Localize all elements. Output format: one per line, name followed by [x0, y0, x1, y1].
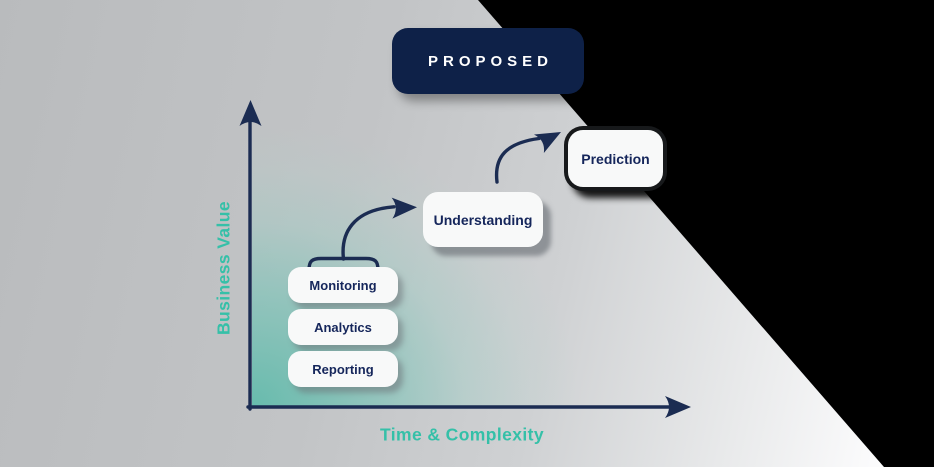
arrow-right-icon [665, 396, 691, 418]
y-axis-label: Business Value [213, 201, 234, 335]
node-reporting-label: Reporting [312, 361, 374, 377]
x-axis [246, 396, 691, 418]
curved-arrow-understanding-to-prediction-icon [494, 132, 561, 184]
proposed-banner: PROPOSED [392, 28, 584, 94]
node-monitoring-label: Monitoring [309, 277, 377, 293]
node-monitoring: Monitoring [288, 267, 398, 303]
node-understanding: Understanding [423, 192, 543, 247]
node-analytics-label: Analytics [314, 319, 372, 335]
proposed-banner-label: PROPOSED [427, 52, 554, 70]
x-axis-label: Time & Complexity [379, 424, 545, 445]
node-analytics: Analytics [288, 309, 398, 345]
node-reporting: Reporting [288, 351, 398, 387]
arrow-up-icon [239, 100, 262, 126]
y-axis [239, 100, 262, 411]
curved-arrow-stack-to-understanding-icon [341, 197, 417, 261]
node-understanding-label: Understanding [433, 211, 533, 228]
node-prediction-label: Prediction [581, 150, 650, 167]
node-prediction: Prediction [568, 130, 663, 187]
